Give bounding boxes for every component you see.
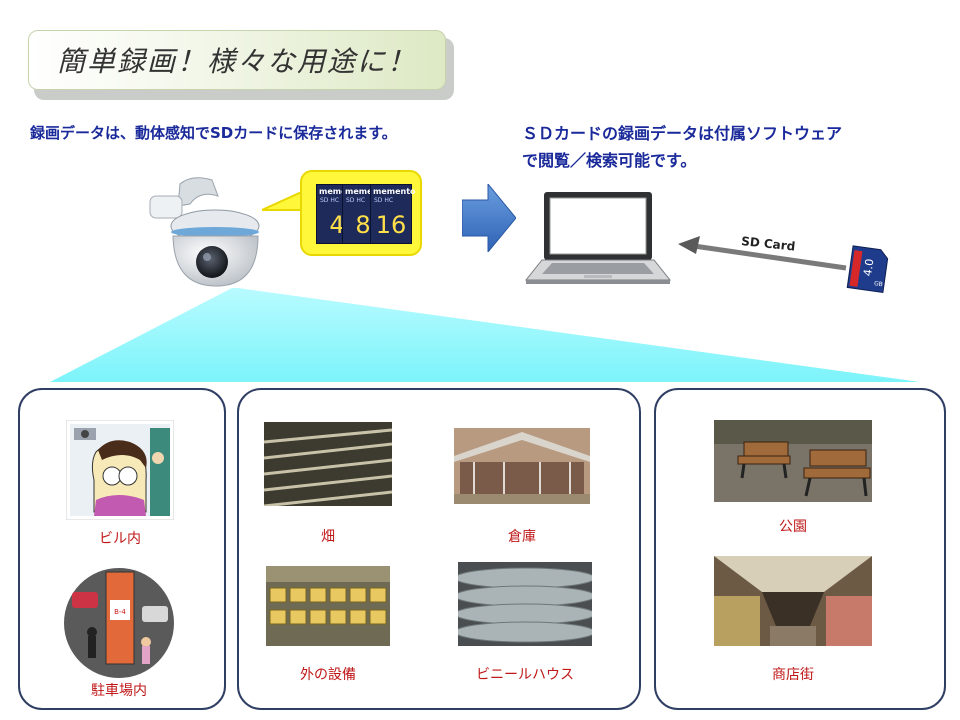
label-shopping-street: 商店街	[772, 667, 814, 683]
sd-card-brand: memento	[319, 187, 362, 196]
sd-card-unit-text: GB	[874, 280, 884, 288]
field-photo	[264, 422, 392, 506]
camera-view-beam	[50, 288, 920, 382]
insert-arrow-icon	[678, 236, 847, 271]
sd-card-icon: 4.0 GB	[846, 245, 889, 294]
greenhouse-photo	[458, 562, 592, 646]
caption-software: ＳＤカードの録画データは付属ソフトウェア で閲覧／検索可能です。	[522, 120, 942, 174]
caption-recording: 録画データは、動体感知でSDカードに保存されます。	[30, 124, 397, 142]
outdoor-equipment-photo	[266, 566, 390, 646]
park-photo	[714, 420, 872, 502]
label-greenhouse: ビニールハウス	[476, 667, 574, 683]
label-field: 畑	[321, 529, 335, 545]
caption-software-line1: ＳＤカードの録画データは付属ソフトウェア	[522, 124, 843, 143]
sd-card-16gb: memento SD HC 16	[370, 184, 416, 244]
building-illustration	[66, 420, 174, 520]
dome-camera-icon	[149, 177, 260, 287]
sd-card-callout: memento SD HC 4 memento SD HC 8 memento …	[300, 170, 422, 256]
sd-card-capacity: 4	[329, 211, 345, 239]
shopping-street-photo	[714, 556, 872, 646]
label-building: ビル内	[99, 531, 141, 547]
label-warehouse: 倉庫	[508, 529, 536, 545]
title-banner: 簡単録画！様々な用途に！	[28, 30, 446, 90]
sd-card-type: SD HC	[320, 197, 340, 204]
sd-card-capacity: 8	[355, 211, 371, 239]
arrow-right-icon	[462, 184, 516, 252]
caption-software-line2: で閲覧／検索可能です。	[522, 151, 697, 170]
parking-sign-text: B-4	[114, 608, 126, 616]
sd-card-type: SD HC	[374, 197, 394, 204]
sd-card-capacity: 16	[375, 211, 407, 239]
label-parking: 駐車場内	[91, 683, 147, 699]
laptop-icon	[524, 192, 672, 284]
page-title: 簡単録画！様々な用途に！	[56, 45, 417, 78]
warehouse-photo	[454, 428, 590, 504]
label-outdoor-equipment: 外の設備	[300, 667, 356, 683]
sd-card-capacity-text: 4.0	[861, 258, 876, 277]
sd-card-brand: memento	[373, 187, 416, 196]
sd-card-brand: memento	[345, 187, 388, 196]
sd-card-type: SD HC	[346, 197, 366, 204]
parking-illustration: B-4	[64, 568, 174, 678]
label-park: 公園	[779, 519, 807, 535]
